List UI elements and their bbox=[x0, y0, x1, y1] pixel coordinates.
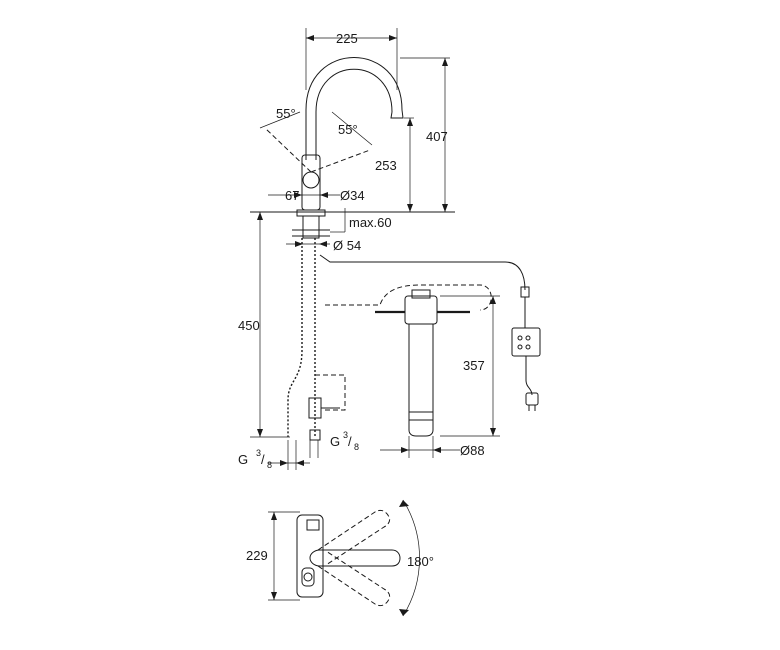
lever-knob bbox=[302, 171, 320, 189]
dim-filter-diameter: Ø88 bbox=[460, 443, 485, 458]
lever-right bbox=[310, 149, 371, 173]
power-plug bbox=[525, 392, 539, 406]
filter-head bbox=[404, 295, 438, 325]
elevation-dimensions: 225 407 253 55° 55° 67 Ø34 max.60 Ø 54 bbox=[238, 28, 500, 470]
dim-plan-depth: 229 bbox=[246, 548, 268, 563]
spout-tip bbox=[390, 109, 404, 119]
dim-lever-offset: 67 bbox=[285, 188, 299, 203]
plan-spout-rot-up bbox=[317, 509, 391, 566]
dim-thread-left-den: 8 bbox=[267, 460, 272, 470]
filter-loop-lower bbox=[315, 374, 346, 411]
dim-hole-diameter: Ø 54 bbox=[333, 238, 361, 253]
water-filter bbox=[315, 284, 492, 437]
lever-left bbox=[264, 127, 312, 173]
faucet-plan-view: 180° 229 bbox=[246, 499, 434, 617]
dim-thread-right-main: G bbox=[330, 434, 340, 449]
dim-total-height: 407 bbox=[426, 129, 448, 144]
dim-swivel-angle: 180° bbox=[407, 554, 434, 569]
dim-angle-right: 55° bbox=[338, 122, 358, 137]
faucet-body bbox=[301, 154, 321, 211]
mount-shank bbox=[302, 215, 320, 239]
dim-base-diameter: Ø34 bbox=[340, 188, 365, 203]
plan-spout bbox=[309, 549, 401, 567]
dim-thread-left-num: 3 bbox=[256, 448, 261, 458]
control-box bbox=[511, 327, 541, 357]
dim-thread-left-slash: / bbox=[261, 452, 265, 467]
dim-thread-right-num: 3 bbox=[343, 430, 348, 440]
mount-base bbox=[296, 209, 326, 217]
spout-outer bbox=[305, 57, 403, 160]
dim-thread-right-slash: / bbox=[348, 434, 352, 449]
dim-spout-height: 253 bbox=[375, 158, 397, 173]
dim-hose-length: 450 bbox=[238, 318, 260, 333]
plan-spout-rot-down bbox=[317, 550, 391, 607]
dim-filter-height: 357 bbox=[463, 358, 485, 373]
supply-hose-left bbox=[287, 238, 303, 437]
dim-max-thickness: max.60 bbox=[349, 215, 392, 230]
filter-cartridge bbox=[408, 324, 434, 437]
dim-spout-reach: 225 bbox=[336, 31, 358, 46]
dim-angle-left: 55° bbox=[276, 106, 296, 121]
faucet-elevation bbox=[250, 57, 541, 441]
dim-thread-right-den: 8 bbox=[354, 442, 359, 452]
plan-base bbox=[296, 514, 324, 598]
filter-loop-upper bbox=[325, 284, 492, 311]
spout-inner bbox=[315, 68, 393, 160]
dim-thread-left-main: G bbox=[238, 452, 248, 467]
control-cable bbox=[319, 254, 526, 291]
